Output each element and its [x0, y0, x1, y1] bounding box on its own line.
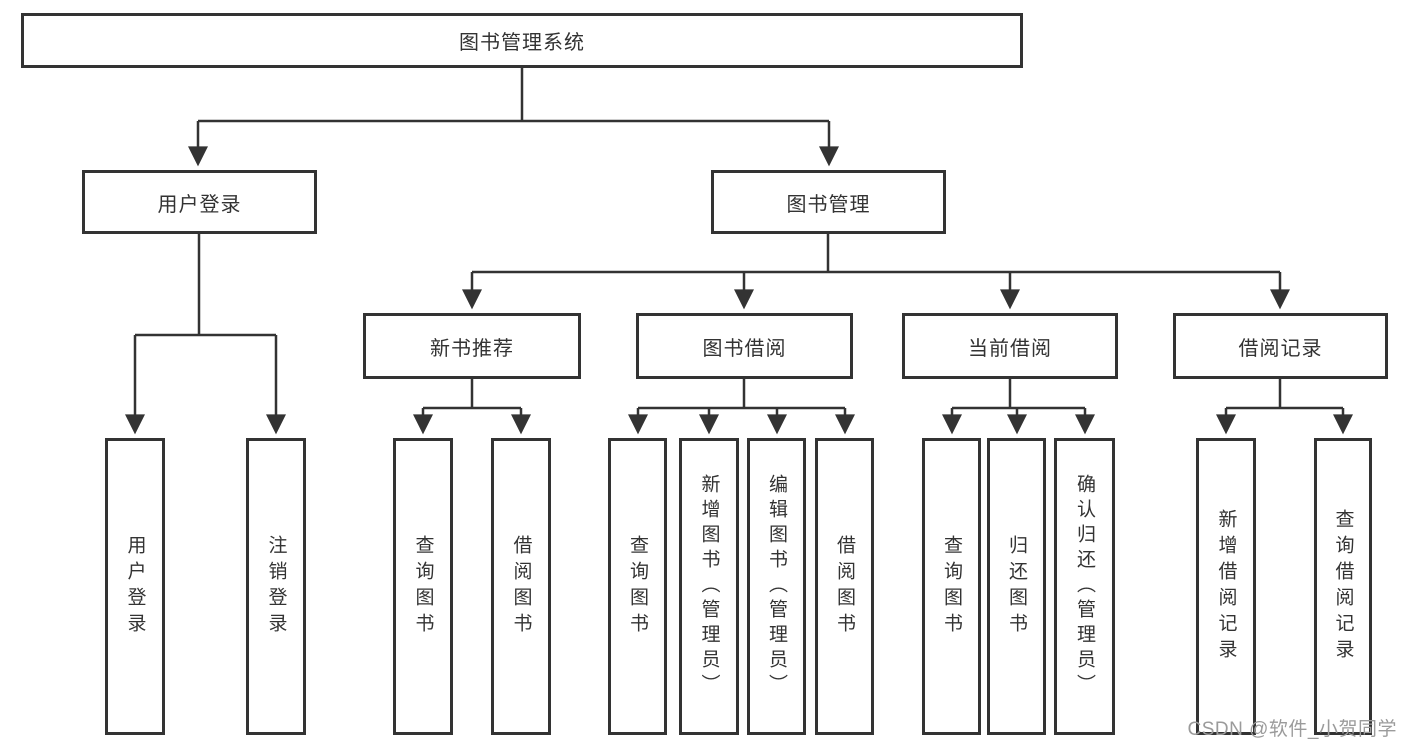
leaf-add-book-admin: 新增图书（管理员） [679, 438, 739, 735]
node-root-library-system: 图书管理系统 [21, 13, 1023, 68]
node-book-management: 图书管理 [711, 170, 946, 234]
node-book-borrowing: 图书借阅 [636, 313, 853, 379]
node-current-borrowing: 当前借阅 [902, 313, 1118, 379]
leaf-return-book: 归还图书 [987, 438, 1046, 735]
csdn-watermark: CSDN @软件_小贺同学 [1187, 719, 1397, 740]
node-user-login: 用户登录 [82, 170, 317, 234]
node-borrow-records: 借阅记录 [1173, 313, 1388, 379]
leaf-borrow-book-recommend: 借阅图书 [491, 438, 551, 735]
leaf-logout: 注销登录 [246, 438, 306, 735]
node-new-book-recommend: 新书推荐 [363, 313, 581, 379]
leaf-confirm-return-admin: 确认归还（管理员） [1054, 438, 1115, 735]
leaf-query-books-recommend: 查询图书 [393, 438, 453, 735]
leaf-edit-book-admin: 编辑图书（管理员） [747, 438, 806, 735]
leaf-borrow-book: 借阅图书 [815, 438, 874, 735]
leaf-query-books-current: 查询图书 [922, 438, 981, 735]
leaf-query-books-borrowing: 查询图书 [608, 438, 667, 735]
leaf-add-borrow-record: 新增借阅记录 [1196, 438, 1256, 735]
leaf-query-borrow-record: 查询借阅记录 [1314, 438, 1372, 735]
leaf-user-login: 用户登录 [105, 438, 165, 735]
